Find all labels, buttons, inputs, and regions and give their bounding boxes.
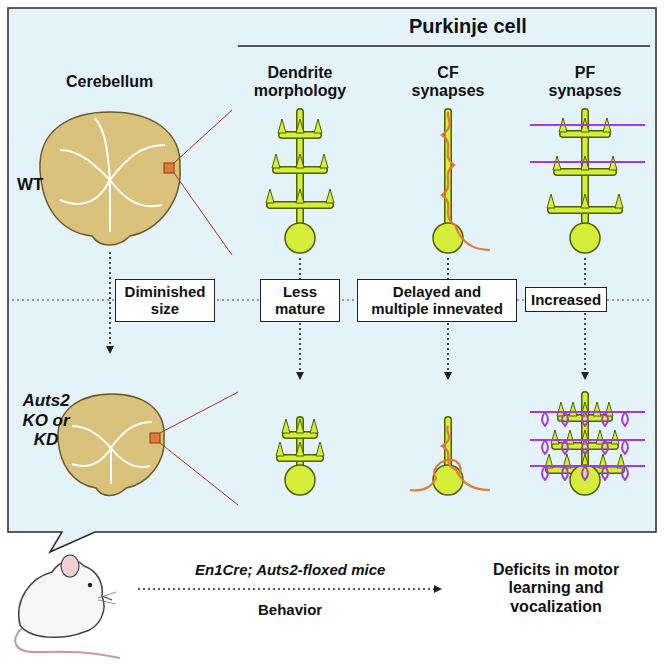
cerebellum-ko [58, 392, 238, 505]
panel [8, 8, 656, 552]
section-heading: Purkinje cell [409, 15, 527, 38]
column-heading: CF synapses [408, 64, 488, 101]
column-heading: Cerebellum [66, 73, 153, 91]
finding-text: Diminished size [121, 283, 209, 318]
outcome: Deficits in motor learning and vocalizat… [461, 561, 651, 616]
cerebellum-wt [40, 110, 232, 255]
finding-box: Less mature [260, 279, 340, 322]
arrow-label: Behavior [258, 601, 322, 618]
finding-text: Delayed and multiple innevated [363, 283, 511, 318]
finding-text: Increased [531, 291, 601, 308]
column-heading: Dendrite morphology [250, 64, 350, 101]
behavior-arrow [138, 588, 440, 590]
header-rule [238, 45, 650, 47]
parallel-fiber [530, 125, 645, 466]
finding-box: Increased [525, 287, 607, 312]
group-label: Auts2 KO or KD [8, 391, 84, 450]
mouse [15, 555, 120, 658]
column-heading: PF synapses [545, 64, 625, 101]
purkinje-cells [266, 112, 625, 495]
finding-text: Less mature [266, 283, 334, 318]
finding-box: Diminished size [115, 279, 215, 322]
transition-arrows [110, 252, 585, 378]
group-label: WT [17, 175, 43, 195]
finding-box: Delayed and multiple innevated [357, 279, 517, 322]
mouse-line: En1Cre; Auts2-floxed mice [195, 561, 385, 578]
